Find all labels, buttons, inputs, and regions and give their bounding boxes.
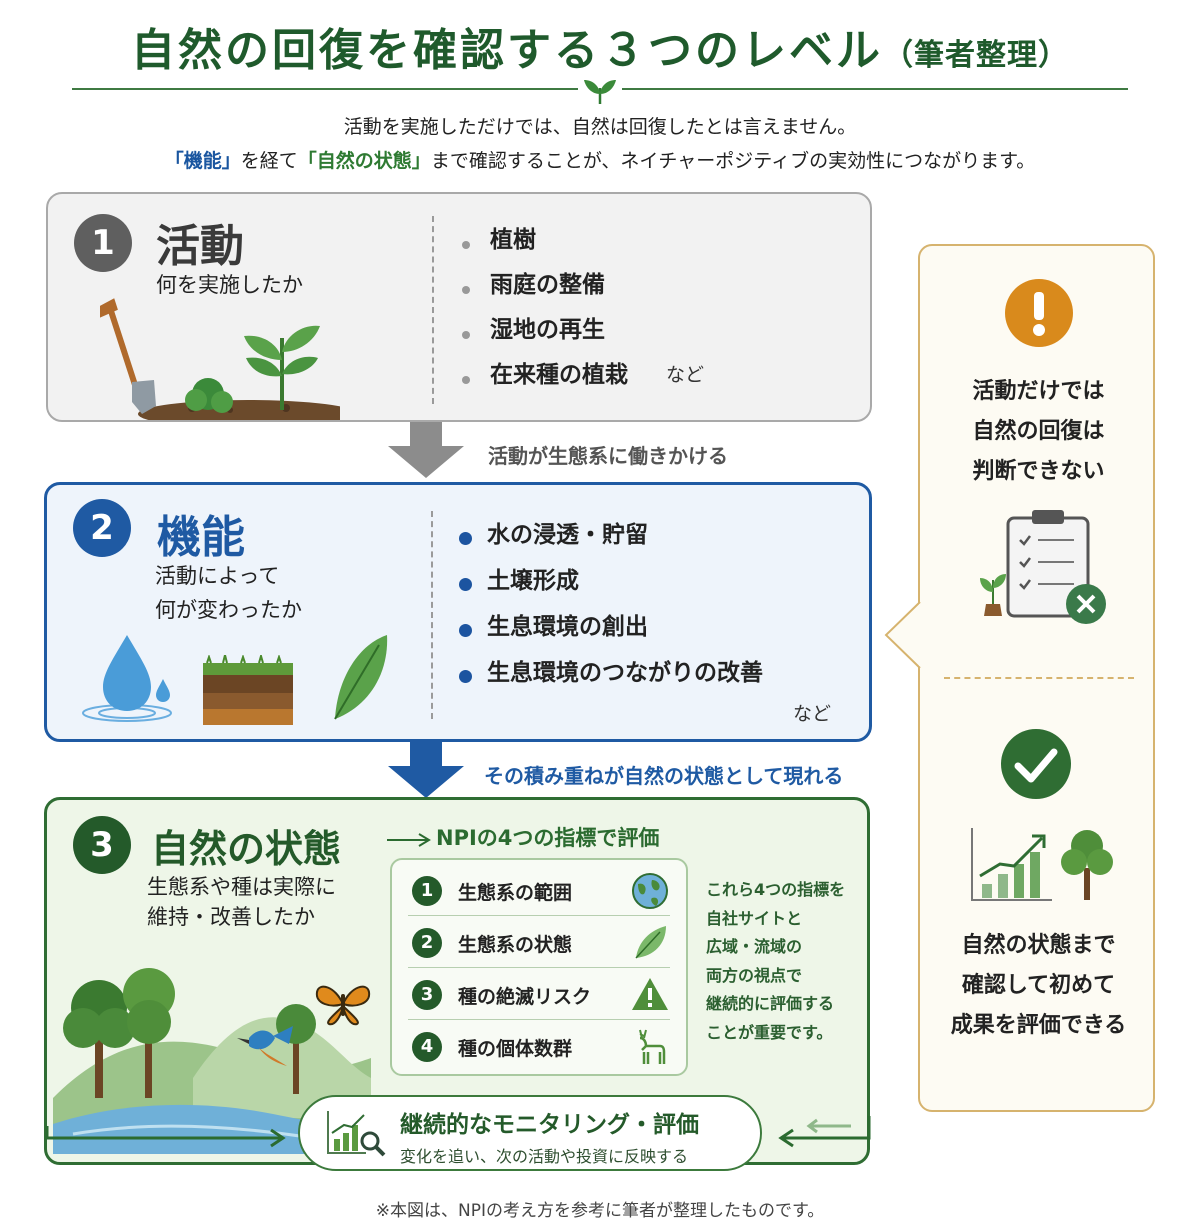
monitoring-pill: 継続的なモニタリング・評価 変化を追い、次の活動や投資に反映する	[298, 1095, 762, 1171]
npi-note-line: これら4つの指標を	[706, 880, 846, 899]
clipboard-x-icon	[962, 508, 1112, 628]
side-divider	[944, 677, 1134, 679]
level-1-card: 1 活動 何を実施したか 植樹 雨庭の整備 湿地の再生 在来種の植栽 など	[46, 192, 872, 428]
monitoring-title: 継続的なモニタリング・評価	[400, 1112, 699, 1138]
level-2-card: 2 機能 活動によって 何が変わったか 水の浸透・貯留 土壌形成 生息環境の創出…	[44, 482, 872, 742]
level-2-question-1: 活動によって	[155, 564, 280, 588]
level-2-heading: 機能	[157, 512, 245, 563]
exclamation-icon	[1004, 278, 1074, 348]
level-1-divider	[432, 216, 434, 404]
loop-arrow-right-icon	[771, 1116, 873, 1152]
level-1-item-list: 植樹 雨庭の整備 湿地の再生 在来種の植栽	[462, 222, 628, 402]
leaf-icon	[327, 631, 391, 723]
npi-indicator-number: 3	[412, 980, 442, 1010]
npi-indicator-row: 3 種の絶滅リスク	[408, 968, 670, 1020]
level-1-question: 何を実施したか	[156, 273, 303, 297]
list-item: 在来種の植栽	[462, 357, 628, 402]
globe-icon	[630, 872, 670, 910]
level-2-item-list: 水の浸透・貯留 土壌形成 生息環境の創出 生息環境のつながりの改善	[459, 515, 763, 699]
list-item: 生息環境のつながりの改善	[459, 653, 763, 699]
npi-indicator-label: 種の個体数群	[458, 1038, 573, 1060]
level-2-divider	[431, 511, 433, 719]
title-sub: （筆者整理）	[883, 38, 1069, 73]
level-2-question-2: 何が変わったか	[155, 598, 302, 622]
lead-line-1: 活動を実施しただけでは、自然は回復したとは言えません。	[343, 116, 857, 138]
deer-icon	[630, 1028, 670, 1066]
npi-note-line: 広域・流域の	[706, 937, 803, 957]
side-panel: 活動だけでは 自然の回復は 判断できない 自然の状態まで 確認して初めて 成果を…	[918, 244, 1155, 1112]
leaf-icon	[630, 924, 670, 962]
list-item: 生息環境の創出	[459, 607, 763, 653]
npi-indicator-label: 種の絶滅リスク	[458, 986, 592, 1008]
npi-note: これら4つの指標を 自社サイトと 広域・流域の 両方の視点で 継続的に評価する …	[706, 876, 870, 1048]
lead-keyword-function: 「機能」	[164, 150, 241, 172]
list-item: 雨庭の整備	[462, 267, 628, 312]
npi-note-line: 継続的に評価する	[706, 994, 835, 1014]
growth-chart-tree-icon	[968, 824, 1118, 906]
title-main: 自然の回復を確認する３つのレベル	[131, 25, 883, 76]
list-item: 湿地の再生	[462, 312, 628, 357]
npi-title: NPIの4つの指標で評価	[384, 822, 659, 852]
level-3-number: 3	[73, 816, 131, 874]
npi-indicator-number: 1	[412, 876, 442, 906]
npi-note-line: ことが重要です。	[706, 1022, 833, 1042]
checkmark-icon	[1000, 728, 1072, 800]
level-3-heading: 自然の状態	[151, 827, 342, 871]
soil-layer-icon	[201, 652, 295, 727]
npi-indicator-number: 4	[412, 1032, 442, 1062]
level-1-heading: 活動	[156, 221, 244, 272]
arrow-down-icon	[388, 422, 464, 478]
lead-keyword-nature-state: 「自然の状態」	[297, 150, 431, 172]
footnote: ※本図は、NPIの考え方を参考に筆者が整理したものです。	[375, 1201, 825, 1221]
npi-indicator-number: 2	[412, 928, 442, 958]
npi-indicator-list: 1 生態系の範囲 2 生態系の状態 3 種の絶滅リスク 4 種の個体数群	[390, 858, 688, 1076]
side-success-line: 成果を評価できる	[950, 1013, 1127, 1038]
arrow-down-icon	[388, 742, 464, 798]
npi-indicator-label: 生態系の範囲	[458, 882, 573, 904]
npi-indicator-row: 1 生態系の範囲	[408, 864, 670, 916]
list-item: 植樹	[462, 222, 628, 267]
npi-note-line: 両方の視点で	[706, 965, 803, 985]
level-3-question-1: 生態系や種は実際に	[147, 875, 336, 899]
planting-illustration	[94, 298, 358, 428]
lead-line-2: 「機能」を経て「自然の状態」まで確認することが、ネイチャーポジティブの実効性につ…	[0, 146, 1200, 173]
water-drop-icon	[77, 631, 177, 723]
warning-icon	[630, 976, 670, 1014]
side-warning-line: 自然の回復は	[972, 419, 1105, 444]
lead-end: まで確認することが、ネイチャーポジティブの実効性につながります。	[430, 150, 1036, 172]
level-1-etc: など	[666, 364, 705, 386]
npi-title-text: NPIの4つの指標で評価	[436, 826, 660, 850]
npi-indicator-row: 2 生態系の状態	[408, 916, 670, 968]
lead-mid: を経て	[240, 150, 298, 172]
npi-indicator-label: 生態系の状態	[458, 934, 573, 956]
chart-magnifier-icon	[326, 1109, 386, 1159]
level-2-etc: など	[793, 703, 832, 725]
arrow-right-icon	[385, 832, 433, 848]
side-panel-pointer	[884, 600, 923, 670]
side-success-line: 自然の状態まで	[961, 933, 1116, 958]
level-3-question-2: 維持・改善したか	[147, 905, 315, 929]
side-warning-line: 判断できない	[972, 459, 1105, 484]
landscape-illustration	[53, 928, 371, 1154]
arrow-2-label: その積み重ねが自然の状態として現れる	[484, 764, 844, 788]
monitoring-subtitle: 変化を追い、次の活動や投資に反映する	[400, 1147, 689, 1166]
list-item: 水の浸透・貯留	[459, 515, 763, 561]
npi-note-line: 自社サイトと	[706, 908, 803, 928]
level-2-number: 2	[73, 499, 131, 557]
page-title: 自然の回復を確認する３つのレベル（筆者整理）	[0, 14, 1200, 78]
side-success-line: 確認して初めて	[961, 973, 1116, 998]
level-1-number: 1	[74, 214, 132, 272]
arrow-1-label: 活動が生態系に働きかける	[488, 444, 728, 468]
butterfly-icon	[315, 980, 371, 1028]
loop-arrow-left-icon	[45, 1126, 291, 1148]
list-item: 土壌形成	[459, 561, 763, 607]
side-warning-line: 活動だけでは	[972, 379, 1105, 404]
npi-indicator-row: 4 種の個体数群	[408, 1020, 670, 1072]
sprout-icon	[578, 76, 622, 106]
